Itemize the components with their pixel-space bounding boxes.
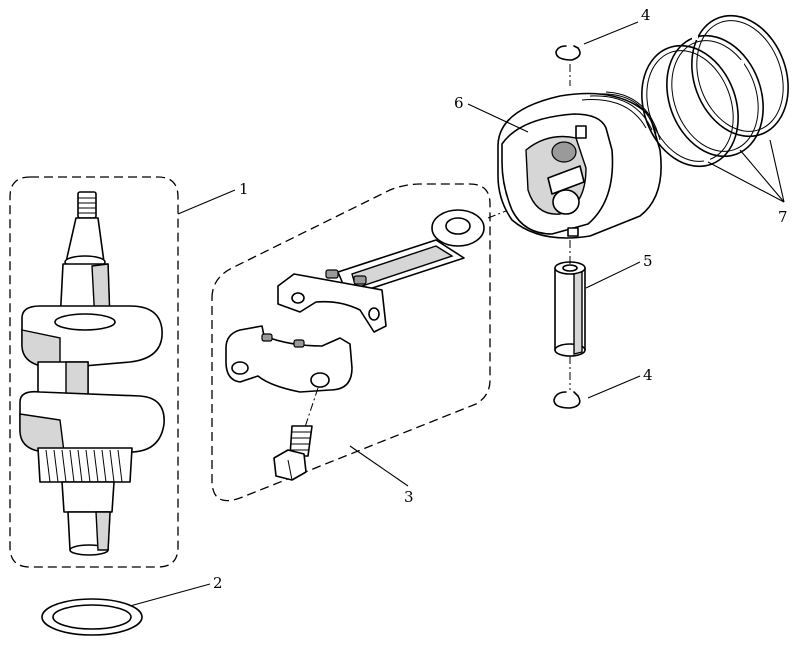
crank-gear-teeth [45, 449, 123, 483]
piston: 6 [454, 91, 662, 239]
piston-pin-circlip-top: 4 [555, 6, 651, 86]
crankshaft-group: 1 [9, 176, 249, 568]
callout-5-label: 5 [643, 252, 653, 270]
connecting-rod-cap [225, 325, 353, 393]
piston-pin-circlip-bottom: 4 [553, 366, 653, 409]
callout-7-leader-a [707, 161, 785, 203]
connecting-rod-group: 3 [211, 183, 491, 506]
callout-6-label: 6 [454, 94, 464, 112]
piston-pin: 5 [554, 240, 653, 390]
callout-4-bottom-leader [587, 375, 641, 399]
thrust-washer: 2 [41, 574, 223, 636]
callout-3-leader [349, 445, 409, 487]
connecting-rod-group-outline [211, 183, 491, 502]
callout-1-label: 1 [239, 180, 249, 198]
callout-4-top-leader [583, 21, 639, 45]
callout-3-label: 3 [404, 488, 414, 506]
callout-4-top-label: 4 [641, 6, 651, 24]
callout-6-leader [467, 103, 529, 133]
crankshaft [19, 191, 165, 556]
callout-7-label: 7 [778, 208, 788, 226]
callout-2-leader [129, 583, 211, 607]
washer-inner-ring [52, 604, 132, 630]
callout-5-leader [585, 261, 641, 289]
connecting-rod [277, 209, 485, 333]
piston-ring-2 [666, 34, 764, 158]
callout-4-bottom-label: 4 [643, 366, 653, 384]
connecting-rod-bolt [273, 387, 319, 481]
callout-7-leader-c [769, 139, 785, 203]
callout-2-label: 2 [213, 574, 223, 592]
callout-7-leader-b [739, 149, 785, 203]
piston-rings: 7 [641, 14, 789, 226]
callout-1-leader [177, 189, 236, 215]
